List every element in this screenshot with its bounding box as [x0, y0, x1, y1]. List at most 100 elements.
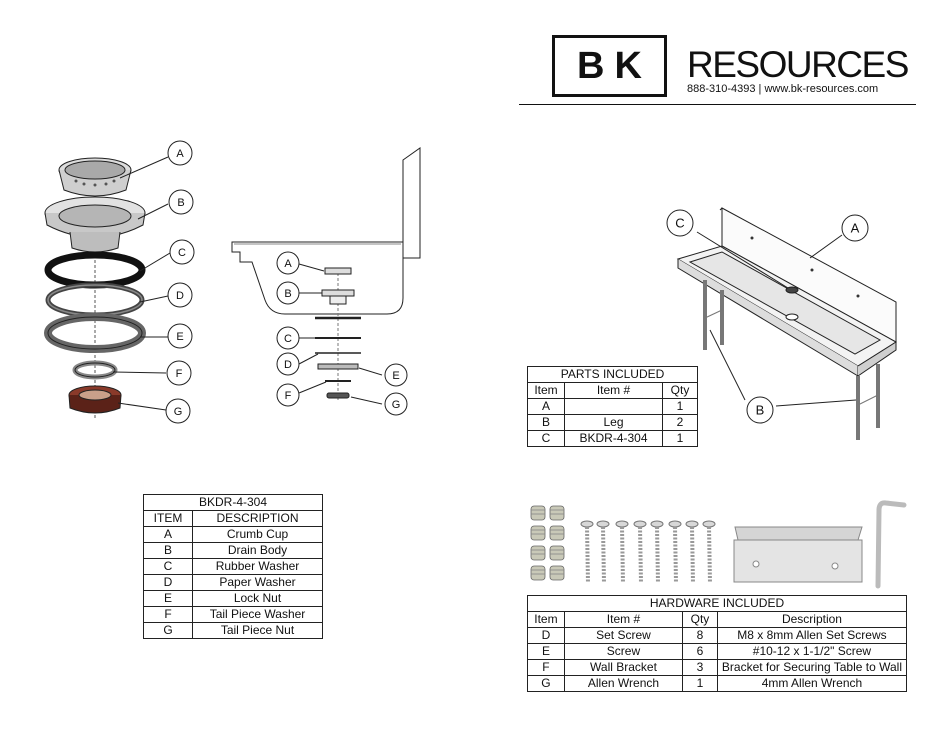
table-cell	[564, 398, 663, 415]
drain-callout-bubble-a	[167, 140, 193, 166]
drain-callout-label-b: B	[177, 197, 184, 209]
drain-callout-bubble-f	[166, 360, 192, 386]
table-callout-bubble-a	[841, 214, 869, 242]
drain-callout-bubble-b	[168, 189, 194, 215]
table-row: G Allen Wrench 1 4mm Allen Wrench	[527, 675, 908, 692]
set-screws-image	[530, 505, 565, 581]
drain-callout-label-c: C	[178, 247, 186, 259]
wall-bracket-image	[733, 526, 863, 583]
table-cell: C	[527, 430, 565, 447]
sink-callout-bubble-b	[276, 281, 300, 305]
brand-contact: 888-310-4393 | www.bk-resources.com	[687, 83, 879, 95]
table-cell: 1	[662, 398, 698, 415]
table-row: E Screw 6 #10-12 x 1-1/2" Screw	[527, 643, 908, 660]
hardware-included-header: Item	[527, 611, 565, 628]
brand-logo-mark: BK	[577, 44, 652, 87]
parts-included-header: Item #	[564, 382, 663, 399]
parts-included-header: Item	[527, 382, 565, 399]
screws-image	[580, 520, 716, 584]
drain-callout-bubble-c	[169, 239, 195, 265]
table-row: B Leg 2	[527, 414, 698, 431]
table-row: F Wall Bracket 3 Bracket for Securing Ta…	[527, 659, 908, 676]
table-cell: Allen Wrench	[563, 675, 684, 692]
parts-included-title: PARTS INCLUDED	[527, 366, 698, 383]
table-cell: Wall Bracket	[563, 659, 684, 676]
table-cell: Bracket for Securing Table to Wall	[716, 659, 908, 676]
drain-parts-header: DESCRIPTION	[192, 510, 323, 527]
table-row: A 1	[527, 398, 698, 415]
table-cell: 1	[682, 675, 718, 692]
table-cell: C	[143, 558, 193, 575]
sink-callout-label-g: G	[392, 399, 401, 411]
header-divider	[519, 104, 916, 105]
table-cell: E	[143, 590, 193, 607]
table-cell: 4mm Allen Wrench	[716, 675, 908, 692]
sink-callout-bubble-e	[384, 363, 408, 387]
table-callout-bubble-b	[746, 396, 774, 424]
table-cell: D	[527, 627, 565, 644]
table-cell: 8	[682, 627, 718, 644]
sink-callout-bubble-c	[276, 326, 300, 350]
table-row: D Set Screw 8 M8 x 8mm Allen Set Screws	[527, 627, 908, 644]
hardware-included-header: Item #	[563, 611, 684, 628]
table-cell: Paper Washer	[192, 574, 323, 591]
parts-included-header: Qty	[662, 382, 698, 399]
table-cell: 6	[682, 643, 718, 660]
table-cell: F	[143, 606, 193, 623]
table-cell: G	[143, 622, 193, 639]
brand-logo-box: BK	[552, 35, 667, 97]
hardware-included-header: Description	[716, 611, 908, 628]
table-cell: M8 x 8mm Allen Set Screws	[716, 627, 908, 644]
sink-callout-label-a: A	[284, 258, 292, 270]
hardware-images	[530, 500, 907, 589]
table-cell: F	[527, 659, 565, 676]
allen-wrench-image	[875, 500, 907, 589]
drain-callout-label-d: D	[176, 290, 184, 302]
brand-name: RESOURCES	[687, 44, 909, 85]
sink-callout-label-b: B	[284, 288, 291, 300]
sink-callout-label-d: D	[284, 359, 292, 371]
table-cell: #10-12 x 1-1/2" Screw	[716, 643, 908, 660]
table-cell: E	[527, 643, 565, 660]
drain-callout-bubble-e	[167, 323, 193, 349]
sink-callout-bubble-g	[384, 392, 408, 416]
sink-callout-bubble-a	[276, 251, 300, 275]
table-callout-label-a: A	[851, 221, 860, 236]
table-row: C BKDR-4-304 1	[527, 430, 698, 447]
table-cell: Crumb Cup	[192, 526, 323, 543]
drain-callout-bubble-g	[165, 398, 191, 424]
sink-callout-bubble-f	[276, 383, 300, 407]
table-cell: 2	[662, 414, 698, 431]
hardware-included-header: Qty	[682, 611, 718, 628]
drain-callout-label-f: F	[176, 368, 183, 380]
drain-callout-label-a: A	[176, 148, 184, 160]
table-cell: A	[527, 398, 565, 415]
table-callout-label-c: C	[675, 216, 684, 231]
sink-callout-label-f: F	[285, 390, 292, 402]
hardware-included-title: HARDWARE INCLUDED	[527, 595, 907, 612]
sink-callout-label-c: C	[284, 333, 292, 345]
drain-parts-title: BKDR-4-304	[143, 494, 323, 511]
table-cell: Tail Piece Nut	[192, 622, 323, 639]
table-cell: 3	[682, 659, 718, 676]
drain-callout-bubble-d	[167, 282, 193, 308]
sink-callout-bubble-d	[276, 352, 300, 376]
table-cell: A	[143, 526, 193, 543]
hardware-included-table: HARDWARE INCLUDED Item Item # Qty Descri…	[527, 595, 908, 692]
table-cell: B	[527, 414, 565, 431]
table-cell: Leg	[564, 414, 663, 431]
table-cell: G	[527, 675, 565, 692]
table-cell: Tail Piece Washer	[192, 606, 323, 623]
table-cell: D	[143, 574, 193, 591]
table-callout-bubble-c	[666, 209, 694, 237]
